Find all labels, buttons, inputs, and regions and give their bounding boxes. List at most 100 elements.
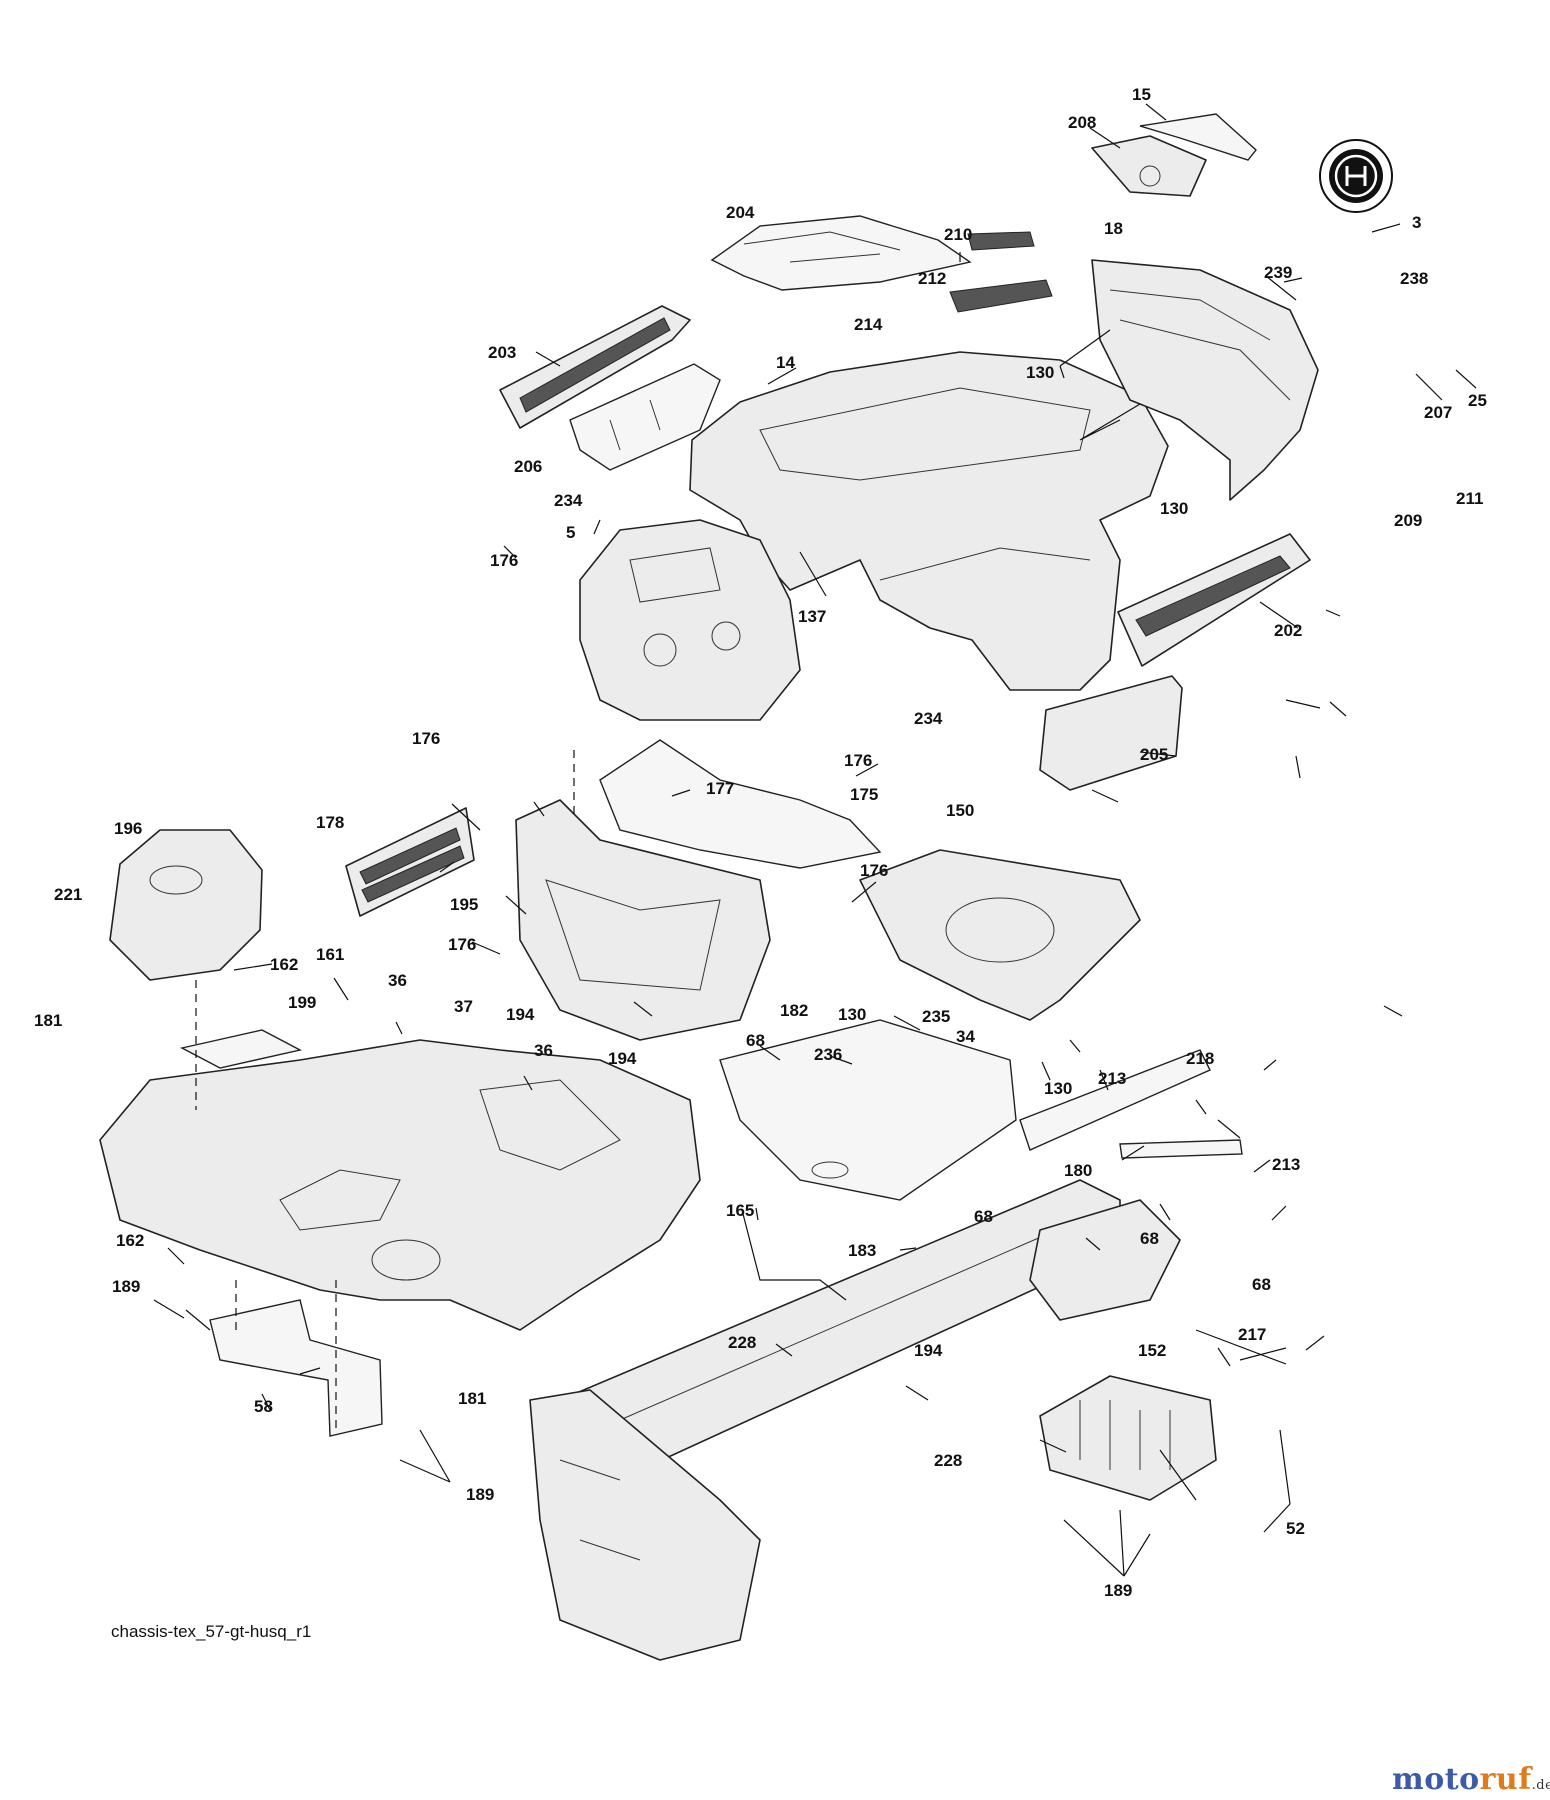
callout-194-c: 194 [914,1341,943,1360]
callout-217: 217 [1238,1325,1266,1344]
callout-176-b: 176 [412,729,440,748]
front-grille-lower [1117,533,1311,667]
callout-numbers: 15 208 3 204 210 18 239 238 212 214 203 … [34,85,1487,1600]
callout-52: 52 [1286,1519,1305,1538]
callout-58: 58 [254,1397,273,1416]
callout-177: 177 [706,779,734,798]
callout-234-a: 234 [554,491,583,510]
callout-37: 37 [454,997,473,1016]
support-bar [1119,1139,1243,1159]
callout-194-b: 194 [608,1049,637,1068]
callout-239: 239 [1264,263,1292,282]
callout-228-a: 228 [728,1333,756,1352]
callout-36-a: 36 [388,971,407,990]
mounting-bracket-rear [209,1299,383,1437]
callout-238: 238 [1400,269,1428,288]
hood-top-trim [1139,113,1257,161]
callout-181-b: 181 [458,1389,486,1408]
rear-frame [529,1389,761,1661]
callout-207: 207 [1424,403,1452,422]
watermark-suffix: ruf [1479,1762,1532,1797]
callout-202: 202 [1274,621,1302,640]
callout-14: 14 [776,353,795,372]
callout-165: 165 [726,1201,754,1220]
callout-5: 5 [566,523,575,542]
callout-212: 212 [918,269,946,288]
step-plate [179,1029,303,1069]
callout-236: 236 [814,1045,842,1064]
callout-130-a: 130 [1026,363,1054,382]
callout-176-d: 176 [860,861,888,880]
callout-175: 175 [850,785,878,804]
callout-189-a: 189 [112,1277,140,1296]
motoruf-watermark-link[interactable]: motoruf.de [1392,1762,1550,1797]
callout-213-a: 213 [1098,1069,1126,1088]
side-grille-left [499,305,691,429]
callout-162-a: 162 [270,955,298,974]
headlight-bezel [1091,135,1207,197]
seat-plate [719,1019,1017,1201]
dash-tower [579,519,801,721]
callout-68-d: 68 [1252,1275,1271,1294]
callout-68-c: 68 [1140,1229,1159,1248]
callout-182: 182 [780,1001,808,1020]
callout-209: 209 [1394,511,1422,530]
vent-grille-left [345,807,475,917]
callout-130-c: 130 [838,1005,866,1024]
heat-shield [1039,1375,1217,1501]
callout-161: 161 [316,945,344,964]
callout-25: 25 [1468,391,1487,410]
callout-189-c: 189 [1104,1581,1132,1600]
dash-bracket [599,739,882,869]
fuel-fill-cover [109,829,263,981]
callout-204: 204 [726,203,755,222]
battery-tray [859,849,1141,1021]
callout-205: 205 [1140,745,1168,764]
callout-228-b: 228 [934,1451,962,1470]
callout-211: 211 [1456,489,1483,508]
assembly-lines [195,750,575,1430]
leader-lines [153,103,1477,1577]
callout-68-a: 68 [746,1031,765,1050]
rear-fender-deck [99,1039,701,1331]
callout-180: 180 [1064,1161,1092,1180]
callout-213-b: 213 [1272,1155,1300,1174]
hood-top-panel [710,215,972,291]
callout-208: 208 [1068,113,1096,132]
callout-234-b: 234 [914,709,943,728]
callout-210: 210 [944,225,972,244]
callout-178: 178 [316,813,344,832]
diagram-caption: chassis-tex_57-gt-husq_r1 [111,1622,312,1641]
callout-183: 183 [848,1241,876,1260]
callout-203: 203 [488,343,516,362]
callout-199: 199 [288,993,316,1012]
hood-side-grille-right-a [949,231,1053,313]
callout-34: 34 [956,1027,975,1046]
callout-162-b: 162 [116,1231,144,1250]
callout-176-c: 176 [844,751,872,770]
callout-221: 221 [54,885,82,904]
tie-rod [1195,1329,1287,1365]
dash-console [515,799,771,1041]
watermark-tld: .de [1531,1778,1550,1793]
callout-130-d: 130 [1044,1079,1072,1098]
husqvarna-emblem-icon [1319,139,1393,213]
callout-195: 195 [450,895,478,914]
front-axle-bracket [1029,1199,1181,1321]
callout-18: 18 [1104,219,1123,238]
callout-152: 152 [1138,1341,1166,1360]
callout-150: 150 [946,801,974,820]
callout-176-e: 176 [448,935,476,954]
callout-189-b: 189 [466,1485,494,1504]
callout-137: 137 [798,607,826,626]
callout-206: 206 [514,457,542,476]
callout-130-b: 130 [1160,499,1188,518]
callout-3: 3 [1412,213,1421,232]
hood-side-panel-right [1091,259,1319,501]
watermark-prefix: moto [1392,1762,1480,1797]
callout-214: 214 [854,315,883,334]
callout-68-b: 68 [974,1207,993,1226]
callout-176-a: 176 [490,551,518,570]
callout-15: 15 [1132,85,1151,104]
